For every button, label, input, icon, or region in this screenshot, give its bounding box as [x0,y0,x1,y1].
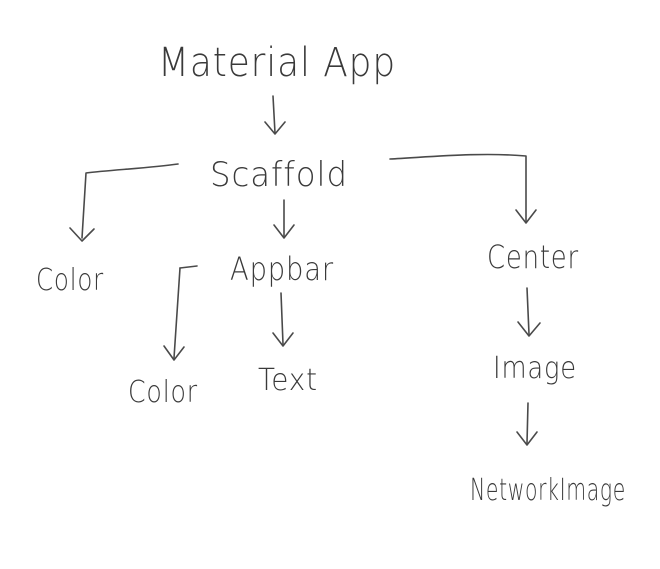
node-scaffold-color: Color [36,263,104,298]
node-network-image: NetworkImage [470,473,626,508]
arrow-material-app-to-scaffold [264,95,286,135]
node-scaffold: Scaffold [210,155,348,195]
node-center: Center [487,238,579,276]
arrow-scaffold-to-color [69,163,179,242]
node-image: Image [493,351,577,386]
node-text: Text [258,363,318,398]
arrow-scaffold-to-appbar [273,199,295,239]
node-appbar: Appbar [230,250,334,288]
node-material-app: Material App [158,40,396,86]
arrow-center-to-image [517,287,541,337]
arrow-scaffold-to-center [389,153,537,224]
arrow-appbar-to-color [163,265,198,361]
arrow-image-to-network-image [516,402,538,446]
arrow-appbar-to-text [272,292,294,347]
node-appbar-color: Color [128,375,198,410]
